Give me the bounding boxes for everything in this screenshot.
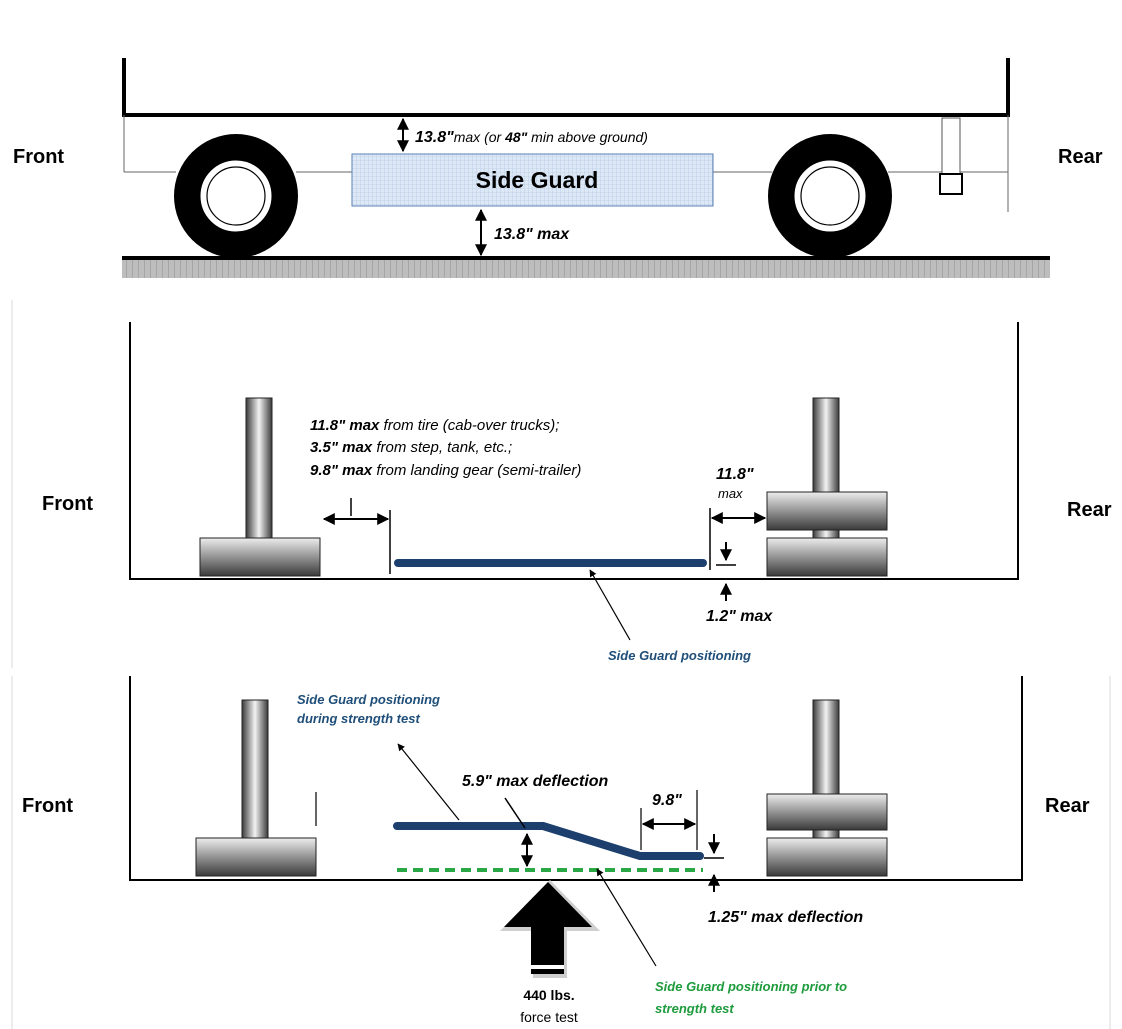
test-position-pointer [397,743,460,821]
side-guard-panel [351,153,714,207]
prior-position-label-line2: strength test [655,1001,734,1016]
front-wheel [174,134,298,258]
ground-gap-label: 1.2" max [706,608,773,625]
panel-guard-positioning: Front Rear 11.8" max from tire (cab-over… [11,300,1112,668]
top-gap-label: 13.8"max (or 48" min above ground) [415,129,648,146]
rear-wheel-symbol [766,699,888,877]
landing-gear [941,117,961,175]
rear-label: Rear [1058,146,1103,168]
ground [122,258,1050,278]
test-position-label-line2: during strength test [297,711,420,726]
front-wheel-symbol [199,397,321,577]
deflected-side-guard [393,822,704,860]
front-label: Front [42,493,93,515]
rear-clearance-unit: max [718,486,743,501]
clearance-note-line1: 11.8" max from tire (cab-over trucks); [310,417,559,434]
force-value-label: 440 lbs. [523,987,574,1003]
prior-position-pointer [596,868,657,967]
deflection-pointer [504,797,526,829]
panel-strength-test: Front Rear Side Guard positioning during… [11,676,1111,1029]
guard-pointer [589,569,631,641]
panel-frame [129,676,1023,881]
panel-truck-side-view: Side Guard Front Rear 13.8"max (or 48" m… [13,58,1103,278]
end-length-label: 9.8" [652,792,682,809]
rear-clearance-value: 11.8" [716,466,754,483]
front-label: Front [22,795,73,817]
guard-position-label: Side Guard positioning [608,648,751,663]
rear-label: Rear [1045,795,1090,817]
force-arrow-icon [500,880,600,978]
test-position-label-line1: Side Guard positioning [297,692,440,707]
side-guard-label: Side Guard [476,167,599,193]
clearance-note-line2: 3.5" max from step, tank, etc.; [310,439,512,456]
front-wheel-symbol [195,699,317,877]
end-deflection-label: 1.25" max deflection [708,909,863,926]
panel-frame [129,322,1019,580]
force-test-label: force test [520,1009,578,1025]
trailer-body-outline [122,58,1010,117]
prior-position-label-line1: Side Guard positioning prior to [655,979,847,994]
bottom-gap-label: 13.8" max [494,226,570,243]
clearance-note-line3: 9.8" max from landing gear (semi-trailer… [310,462,581,479]
rear-wheel-symbol [766,397,888,577]
rear-label: Rear [1067,499,1112,521]
deflection-label: 5.9" max deflection [462,773,609,790]
rear-wheel [768,134,892,258]
front-label: Front [13,146,64,168]
landing-gear-foot [939,173,963,195]
